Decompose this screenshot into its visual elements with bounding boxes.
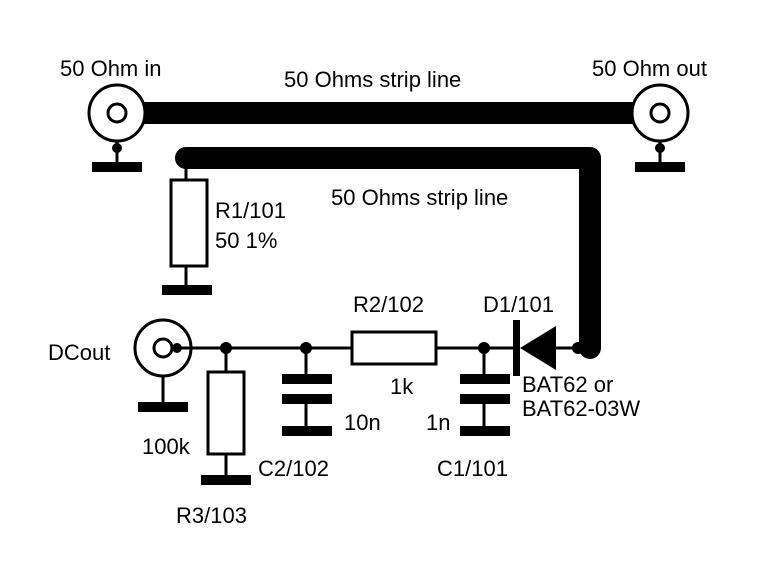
input-ground — [92, 162, 142, 172]
d1-part-line2: BAT62-03W — [522, 396, 640, 421]
output-ground — [635, 162, 685, 172]
c1-capacitor — [460, 348, 510, 436]
r3-ground — [201, 475, 251, 485]
r3-resistor — [201, 348, 251, 485]
input-connector — [87, 83, 147, 172]
r2-resistor — [350, 330, 438, 366]
r3-ref-label: R3/103 — [176, 503, 247, 528]
c2-capacitor — [282, 348, 332, 436]
c2-ref-label: C2/102 — [258, 456, 329, 481]
c2-ground — [282, 426, 332, 436]
d1-part-line1: BAT62 or — [522, 372, 613, 397]
r2-ref-label: R2/102 — [353, 292, 424, 317]
r1-value-label: 50 1% — [215, 228, 277, 253]
loop-strip-line — [175, 147, 601, 359]
r1-ground — [162, 285, 212, 295]
dc-output-connector — [133, 318, 193, 412]
top-strip-label: 50 Ohms strip line — [284, 67, 461, 92]
c1-value-label: 1n — [426, 410, 450, 435]
r3-value-label: 100k — [142, 434, 191, 459]
r2-value-label: 1k — [390, 374, 414, 399]
d1-diode — [513, 320, 556, 376]
c2-value-label: 10n — [344, 410, 381, 435]
r1-ref-label: R1/101 — [215, 198, 286, 223]
dc-output-label: DCout — [48, 340, 110, 365]
output-connector — [630, 83, 690, 172]
r1-resistor — [162, 158, 212, 295]
input-label: 50 Ohm in — [60, 56, 162, 81]
c1-ground — [460, 426, 510, 436]
d1-ref-label: D1/101 — [483, 292, 554, 317]
c1-ref-label: C1/101 — [437, 456, 508, 481]
dc-ground — [138, 402, 188, 412]
output-label: 50 Ohm out — [592, 56, 707, 81]
dc-bus-wire — [172, 342, 590, 354]
junction-dot — [572, 342, 584, 354]
loop-strip-label: 50 Ohms strip line — [331, 185, 508, 210]
